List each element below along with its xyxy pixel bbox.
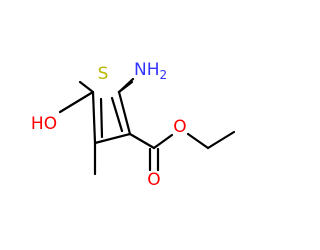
- atom-label-nh2: NH2: [134, 60, 167, 82]
- bond-c5-o-hydroxyl: [58, 90, 95, 114]
- atom-label-nh: NH: [134, 60, 160, 80]
- bond-c2-n: [117, 77, 135, 94]
- bond-ch2-ch3: [206, 130, 236, 150]
- molecule-structure: S NH2 HO O O: [31, 60, 236, 190]
- bond-carbonyl-c-ether-o: [152, 133, 174, 150]
- bond-ether-o-ch2: [186, 132, 210, 150]
- atom-label-ho: HO: [31, 114, 57, 134]
- bond-c2-c3-double: [110, 96, 124, 133]
- bond-c3-c4: [93, 132, 132, 145]
- bond-c4-c5: [91, 90, 97, 145]
- atom-label-s: S: [98, 64, 109, 84]
- atom-label-nh2-subscript: 2: [160, 68, 168, 82]
- bond-c4-c5-double: [99, 97, 104, 139]
- bond-c3-carbonyl-carbon: [128, 132, 156, 150]
- atom-label-ether-o: O: [173, 117, 186, 137]
- bond-s-c5: [78, 80, 95, 94]
- bond-c2-c3: [117, 90, 132, 136]
- atom-label-carbonyl-o: O: [147, 170, 160, 190]
